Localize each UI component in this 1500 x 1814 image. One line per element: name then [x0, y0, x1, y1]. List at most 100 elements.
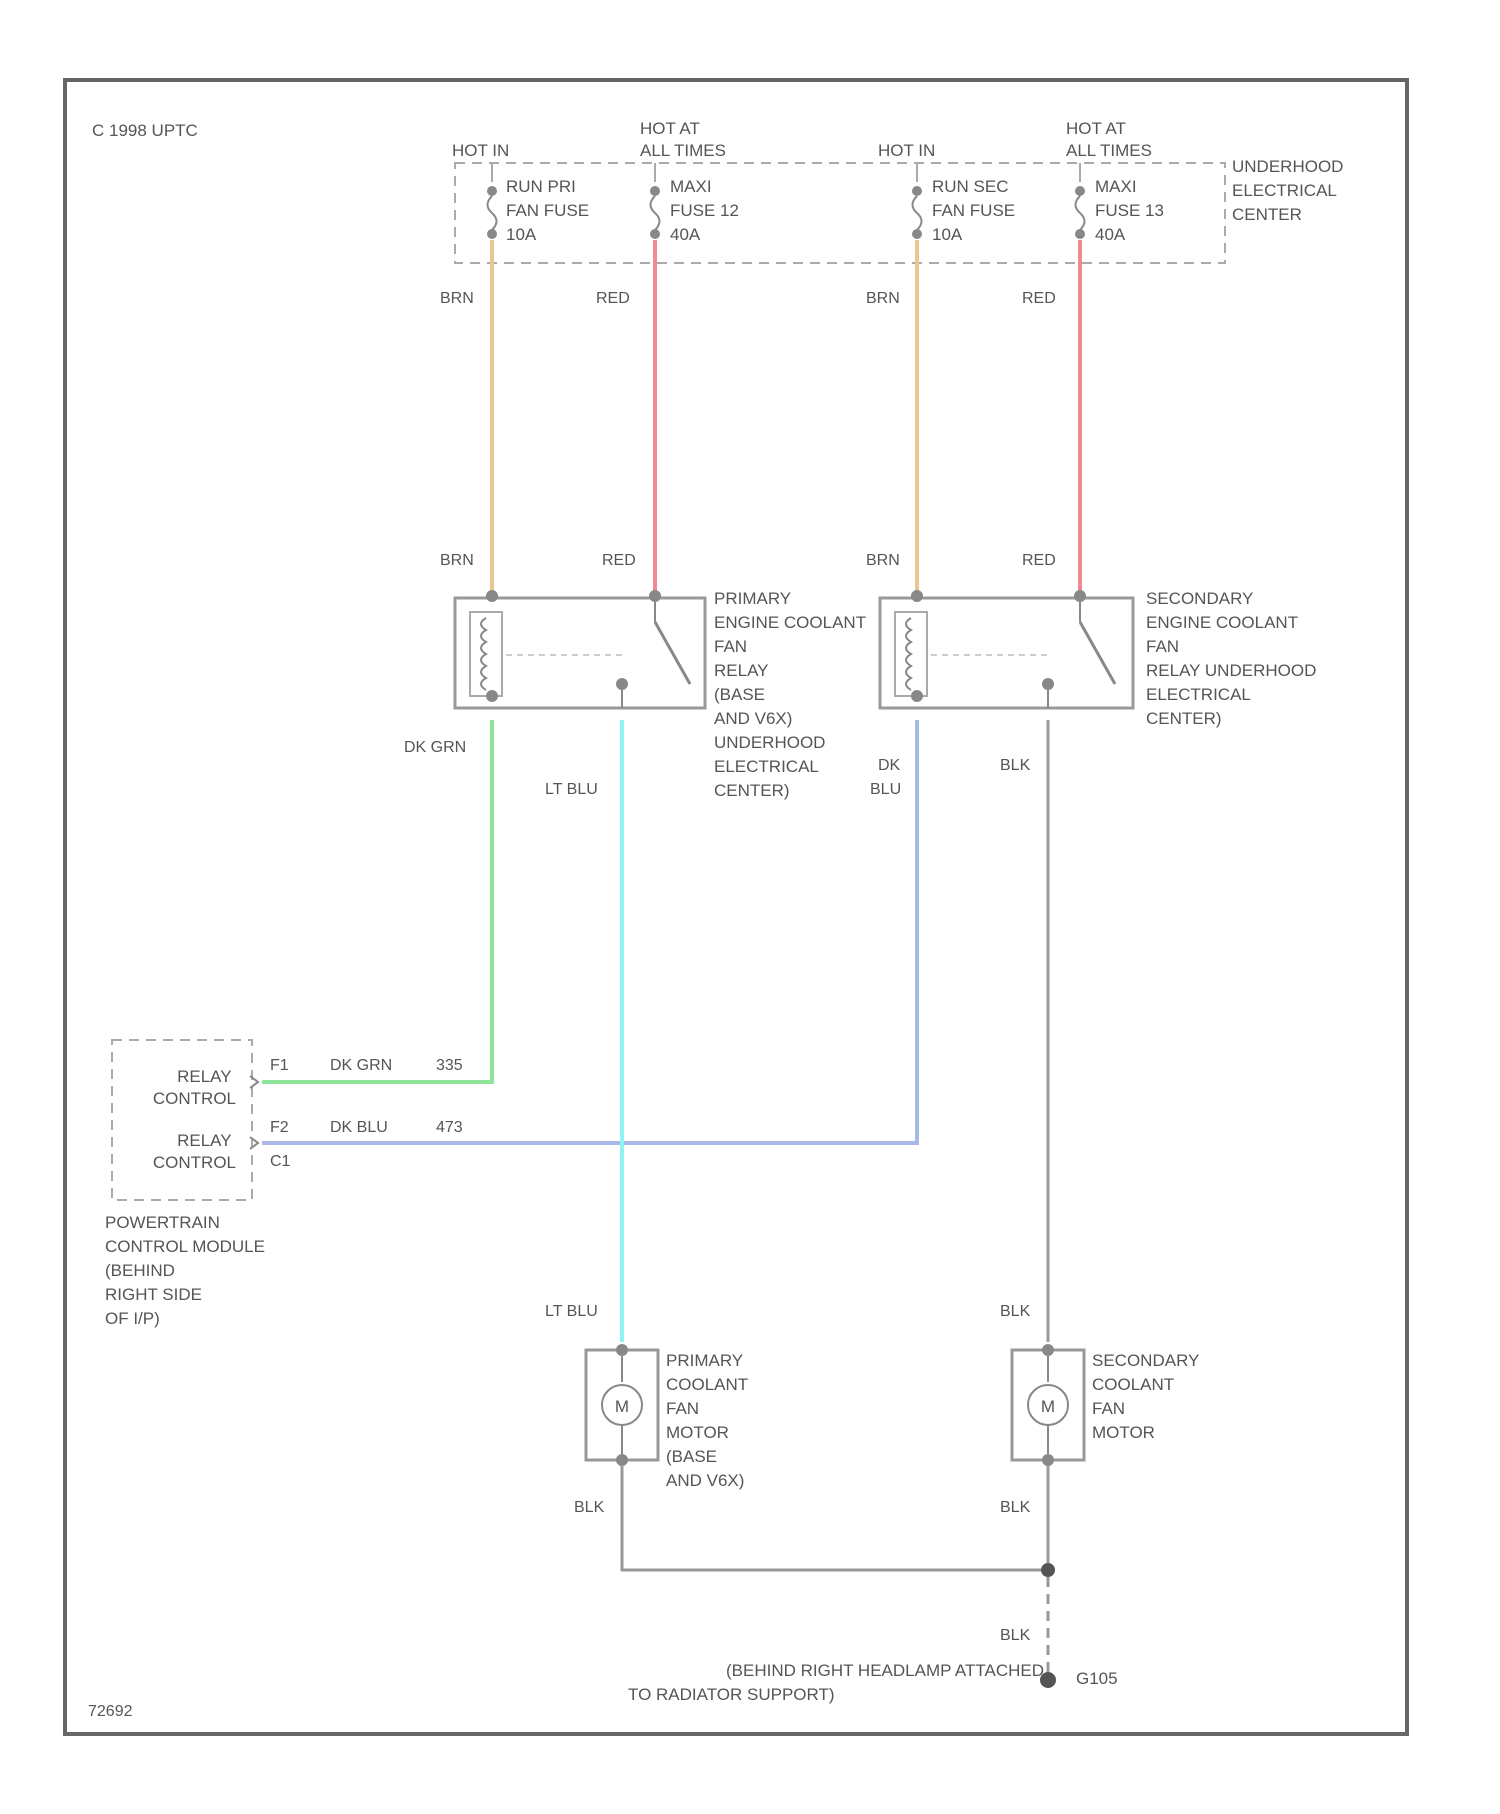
- relay-label-line: PRIMARY: [714, 589, 791, 608]
- fuse-label-line: FAN FUSE: [506, 201, 589, 220]
- motor-label-line: SECONDARY: [1092, 1351, 1199, 1370]
- pcm-control-label: CONTROL: [153, 1153, 236, 1172]
- wire-label-blk: BLK: [1000, 1303, 1031, 1320]
- motor-label-line: COOLANT: [1092, 1375, 1174, 1394]
- wire-label-dk-blu: DK BLU: [330, 1119, 388, 1136]
- fuse-run-sec: RUN SEC FAN FUSE 10A: [912, 163, 1020, 244]
- fuse-label-line: FUSE 13: [1095, 201, 1164, 220]
- relay-label-line: CENTER): [1146, 709, 1222, 728]
- wire-label-brn: BRN: [866, 552, 900, 569]
- relay-label-line: RELAY UNDERHOOD: [1146, 661, 1316, 680]
- fuse-label-line: FUSE 12: [670, 201, 739, 220]
- motor-label-line: COOLANT: [666, 1375, 748, 1394]
- fuse-label-line: 40A: [1095, 225, 1126, 244]
- primary-relay-label: PRIMARY ENGINE COOLANT FAN RELAY (BASE A…: [714, 589, 871, 800]
- ground-location-label-2: TO RADIATOR SUPPORT): [628, 1685, 835, 1704]
- motor-label-line: FAN: [1092, 1399, 1125, 1418]
- fuse-maxi-12: MAXI FUSE 12 40A: [650, 163, 744, 244]
- secondary-motor-label: SECONDARY COOLANT FAN MOTOR: [1092, 1351, 1204, 1442]
- wire-label-blu: BLU: [870, 781, 901, 798]
- ground-id-label: G105: [1076, 1669, 1118, 1688]
- relay-label-line: (BASE: [714, 685, 765, 704]
- motor-symbol: M: [1041, 1397, 1055, 1416]
- wire-label-brn: BRN: [440, 290, 474, 307]
- svg-text:MAXI FUSE 13 40A: MAXI FUSE 13 40A: [1095, 177, 1169, 244]
- wire-label-blk: BLK: [1000, 757, 1031, 774]
- svg-text:RUN SEC FAN FUSE 1: RUN SEC FAN FUSE 10A: [932, 177, 1020, 244]
- motor-label-line: FAN: [666, 1399, 699, 1418]
- wire-label-red: RED: [1022, 552, 1056, 569]
- relay-label-line: UNDERHOOD: [714, 733, 825, 752]
- pcm-relay-label: RELAY: [177, 1131, 231, 1150]
- hot-at-label-1: HOT AT: [640, 119, 700, 138]
- fuse-label-line: MAXI: [1095, 177, 1137, 196]
- wire-label-brn: BRN: [866, 290, 900, 307]
- pcm-relay-label: RELAY: [177, 1067, 231, 1086]
- wire-dk-grn: [262, 720, 492, 1082]
- wire-label-red: RED: [1022, 290, 1056, 307]
- pcm-relay-control-1: RELAY CONTROL: [153, 1067, 236, 1108]
- relay-label-line: ENGINE COOLANT: [1146, 613, 1298, 632]
- motor-label-line: AND V6X): [666, 1471, 744, 1490]
- all-times-label-1: ALL TIMES: [640, 141, 726, 160]
- all-times-label-2: ALL TIMES: [1066, 141, 1152, 160]
- wire-label-dk-grn: DK GRN: [330, 1057, 392, 1074]
- pcm-pin-f1: F1: [270, 1057, 289, 1074]
- wire-label-dk-grn: DK GRN: [404, 739, 466, 756]
- pcm-label-line: CONTROL MODULE: [105, 1237, 265, 1256]
- pcm-label: POWERTRAIN CONTROL MODULE (BEHIND RIGHT …: [105, 1213, 270, 1328]
- hot-at-label-2: HOT AT: [1066, 119, 1126, 138]
- fuse-label-line: 10A: [932, 225, 963, 244]
- hot-in-label-2: HOT IN: [878, 141, 935, 160]
- relay-label-line: CENTER): [714, 781, 790, 800]
- relay-label-line: ELECTRICAL: [714, 757, 818, 776]
- pcm-pin-f2: F2: [270, 1119, 289, 1136]
- fuse-link-icon: [1076, 196, 1085, 230]
- fuse-link-icon: [651, 196, 660, 230]
- pcm-outline: [112, 1040, 252, 1200]
- motor-label-line: (BASE: [666, 1447, 717, 1466]
- relay-label-line: FAN: [1146, 637, 1179, 656]
- secondary-fan-relay: [880, 590, 1133, 708]
- fuse-link-icon: [488, 196, 497, 230]
- wire-label-lt-blu: LT BLU: [545, 781, 598, 798]
- pcm-label-line: OF I/P): [105, 1309, 160, 1328]
- fuse-maxi-13: MAXI FUSE 13 40A: [1075, 163, 1169, 244]
- header-label: C 1998 UPTC: [92, 121, 198, 140]
- pcm-connector-icon: [250, 1076, 258, 1088]
- motor-label-line: PRIMARY: [666, 1351, 743, 1370]
- wire-label-dk: DK: [878, 757, 901, 774]
- wire-label-red: RED: [602, 552, 636, 569]
- fuse-label-line: RUN SEC: [932, 177, 1009, 196]
- footer-code: 72692: [88, 1703, 133, 1720]
- motor-label-line: MOTOR: [1092, 1423, 1155, 1442]
- wire-label-blk: BLK: [574, 1499, 605, 1516]
- fuse-label-line: 40A: [670, 225, 701, 244]
- wire-label-red: RED: [596, 290, 630, 307]
- relay-label-line: AND V6X): [714, 709, 792, 728]
- wire-label-blk: BLK: [1000, 1499, 1031, 1516]
- wire-label-brn: BRN: [440, 552, 474, 569]
- svg-text:MAXI FUSE 12 40A: MAXI FUSE 12 40A: [670, 177, 744, 244]
- wire-label-blk: BLK: [1000, 1627, 1031, 1644]
- ground-splice: [1041, 1563, 1055, 1577]
- primary-fan-relay: [455, 590, 705, 708]
- fuse-label-line: FAN FUSE: [932, 201, 1015, 220]
- relay-label-line: FAN: [714, 637, 747, 656]
- primary-fan-motor: M: [586, 1344, 658, 1466]
- underhood-center-label: UNDERHOOD ELECTRICAL CENTER: [1232, 157, 1348, 224]
- relay-label-line: RELAY: [714, 661, 768, 680]
- relay-label-line: ENGINE COOLANT: [714, 613, 866, 632]
- motor-symbol: M: [615, 1397, 629, 1416]
- motor-label-line: MOTOR: [666, 1423, 729, 1442]
- pcm-label-line: (BEHIND: [105, 1261, 175, 1280]
- relay-label-line: ELECTRICAL: [1146, 685, 1250, 704]
- hot-in-label-1: HOT IN: [452, 141, 509, 160]
- pcm-label-line: POWERTRAIN: [105, 1213, 220, 1232]
- primary-motor-label: PRIMARY COOLANT FAN MOTOR (BASE AND V6X): [666, 1351, 753, 1490]
- pcm-label-line: RIGHT SIDE: [105, 1285, 202, 1304]
- fuse-label-line: 10A: [506, 225, 537, 244]
- underhood-center-label-line: UNDERHOOD: [1232, 157, 1343, 176]
- fuse-link-icon: [913, 196, 922, 230]
